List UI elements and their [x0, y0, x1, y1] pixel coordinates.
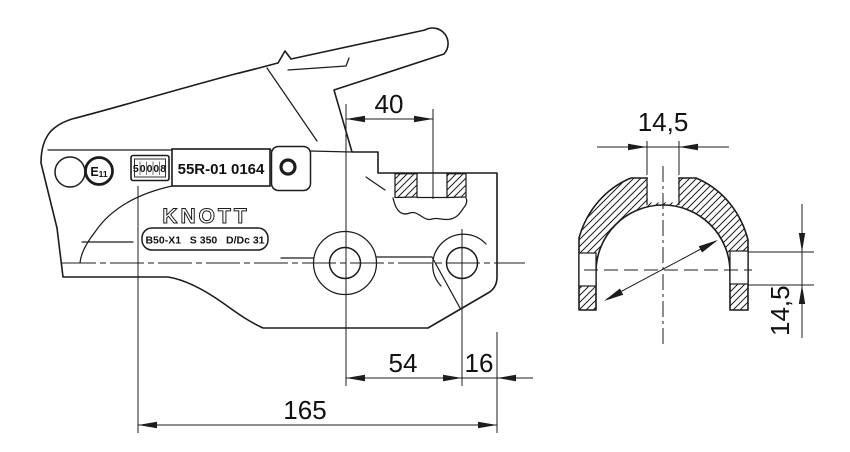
coupling-side-view: E11 50008 55R-01 0164 KNOTT B50-X1 S 350…: [40, 27, 498, 329]
dimension-14-5-side: 14,5: [765, 204, 806, 338]
broken-out-section: [392, 173, 468, 221]
ball-diameter-arrow: [604, 240, 718, 301]
pivot-bolt: [279, 158, 297, 176]
approval-plate: 55R-01 0164: [171, 148, 271, 187]
right-window: [729, 250, 749, 285]
model-plate: B50-X1 S 350 D/Dc 31: [141, 227, 269, 251]
svg-text:165: 165: [283, 395, 326, 425]
svg-text:14,5: 14,5: [765, 285, 795, 336]
approval-number: 55R-01 0164: [178, 161, 265, 178]
dimension-14-5-top: 14,5: [597, 107, 729, 151]
break-line: [392, 197, 468, 221]
e-mark-number: 11: [99, 169, 108, 179]
svg-text:40: 40: [375, 89, 404, 119]
e-mark-letter: E: [90, 165, 98, 179]
pivot-bracket: [270, 145, 312, 192]
dimension-165: 165: [138, 395, 497, 429]
mounting-hole-rear: [432, 233, 487, 287]
handle-lever: [266, 57, 350, 142]
e-mark: E11: [84, 156, 114, 186]
serial-plate: 50008: [130, 154, 170, 182]
svg-text:16: 16: [465, 348, 494, 378]
coupling-body-outline: [40, 27, 498, 329]
model-number: B50-X1 S 350 D/Dc 31: [145, 235, 264, 247]
dimension-40: 40: [346, 89, 433, 123]
svg-text:14,5: 14,5: [638, 107, 689, 137]
front-hole-marker: [54, 156, 86, 188]
svg-text:E11: E11: [90, 165, 108, 179]
extension-lines: [137, 104, 814, 433]
dimension-54: 54: [346, 348, 462, 382]
dimension-16: 16: [462, 348, 533, 382]
centerlines: [62, 166, 752, 348]
socket-ring-hatched: [578, 177, 749, 311]
serial-number: 50008: [133, 163, 167, 175]
svg-text:54: 54: [389, 348, 418, 378]
knott-logo: KNOTT: [162, 205, 249, 228]
